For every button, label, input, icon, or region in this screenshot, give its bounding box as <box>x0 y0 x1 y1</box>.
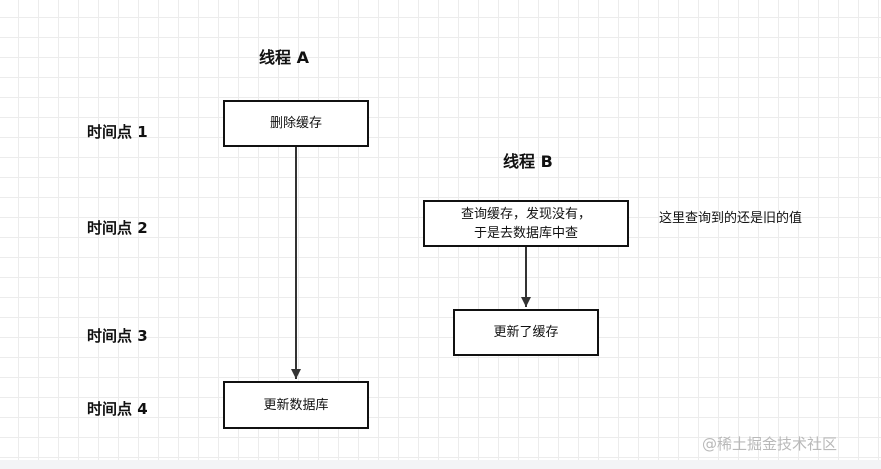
watermark: @稀土掘金技术社区 <box>702 435 838 453</box>
footer-strip <box>0 460 881 469</box>
step-query-cache-text: 查询缓存，发现没有， 于是去数据库中查 <box>460 206 591 241</box>
timepoint-4-label: 时间点 4 <box>87 400 148 418</box>
step-delete-cache: 删除缓存 <box>223 100 369 147</box>
step-delete-cache-text: 删除缓存 <box>269 116 322 131</box>
timepoint-2-label: 时间点 2 <box>87 219 148 237</box>
thread-b-title: 线程 B <box>503 152 553 171</box>
thread-a-title: 线程 A <box>259 48 309 67</box>
step-update-db: 更新数据库 <box>223 381 369 429</box>
timepoint-1-label: 时间点 1 <box>87 123 148 141</box>
timepoint-3-label: 时间点 3 <box>87 327 148 345</box>
step-update-db-text: 更新数据库 <box>263 397 329 413</box>
stale-value-note: 这里查询到的还是旧的值 <box>659 211 803 226</box>
step-update-cache: 更新了缓存 <box>453 309 599 356</box>
step-query-cache: 查询缓存，发现没有， 于是去数据库中查 <box>423 200 629 247</box>
step-update-cache-text: 更新了缓存 <box>493 325 559 340</box>
